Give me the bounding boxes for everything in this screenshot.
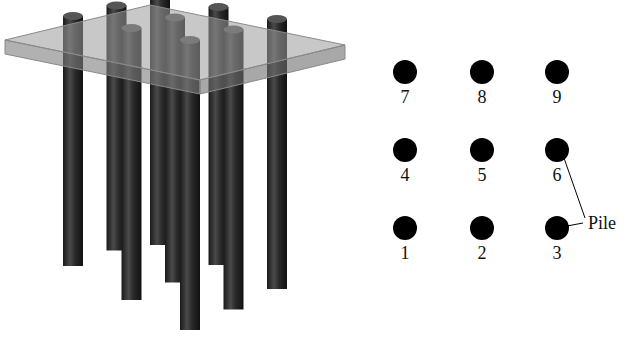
leader-lines (564, 158, 585, 226)
callout-number: 5 (478, 166, 487, 184)
pile-plan-dots (393, 60, 569, 240)
callout-number: 6 (553, 166, 562, 184)
callout-number: 8 (478, 88, 487, 106)
part-label: Pile (588, 214, 616, 232)
callout-number: 2 (478, 244, 487, 262)
callout-number: 9 (553, 88, 562, 106)
callout-number: 1 (401, 244, 410, 262)
pile-cap (5, 5, 345, 94)
callout-number: 3 (553, 244, 562, 262)
callout-number: 4 (401, 166, 410, 184)
callout-number: 7 (401, 88, 410, 106)
